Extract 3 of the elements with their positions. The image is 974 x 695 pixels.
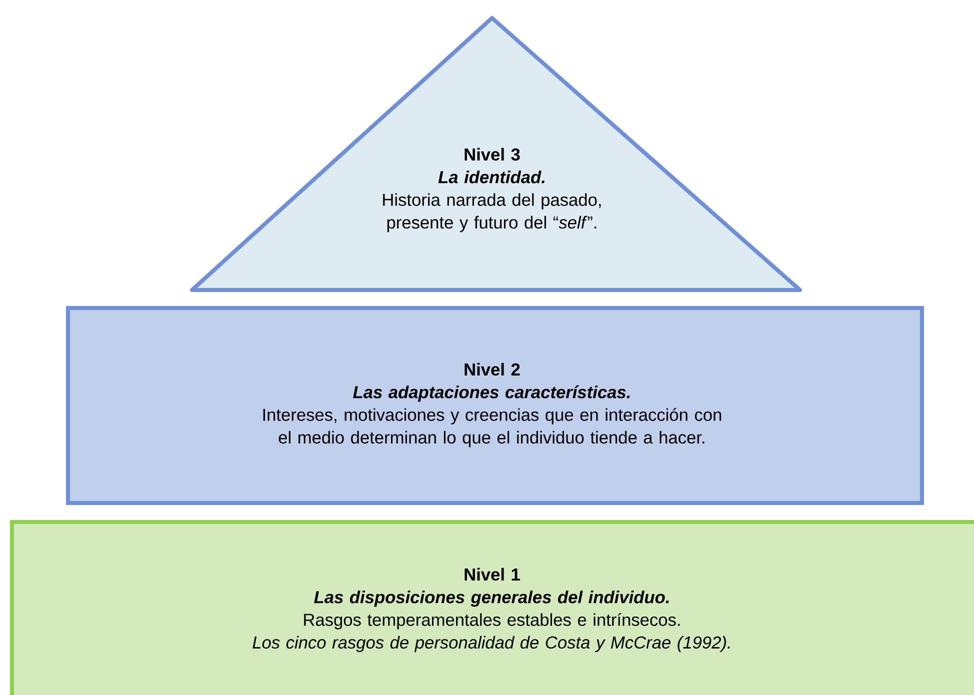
pyramid-tier: Nivel 3 La identidad. Historia narrada del pasado, presente y futuro del “self”. <box>190 16 802 292</box>
pyramid-tier: Nivel 1 Las disposiciones generales del individuo. Rasgos temperamentales estables e intrínsecos. Los cinco rasgos de personalidad de Costa y McCrae (1992). <box>10 520 974 695</box>
pyramid-tier: Nivel 2 Las adaptaciones características. Intereses, motivaciones y creencias que en interacción con el medio determinan lo que el individuo tiende a hacer. <box>66 306 924 505</box>
